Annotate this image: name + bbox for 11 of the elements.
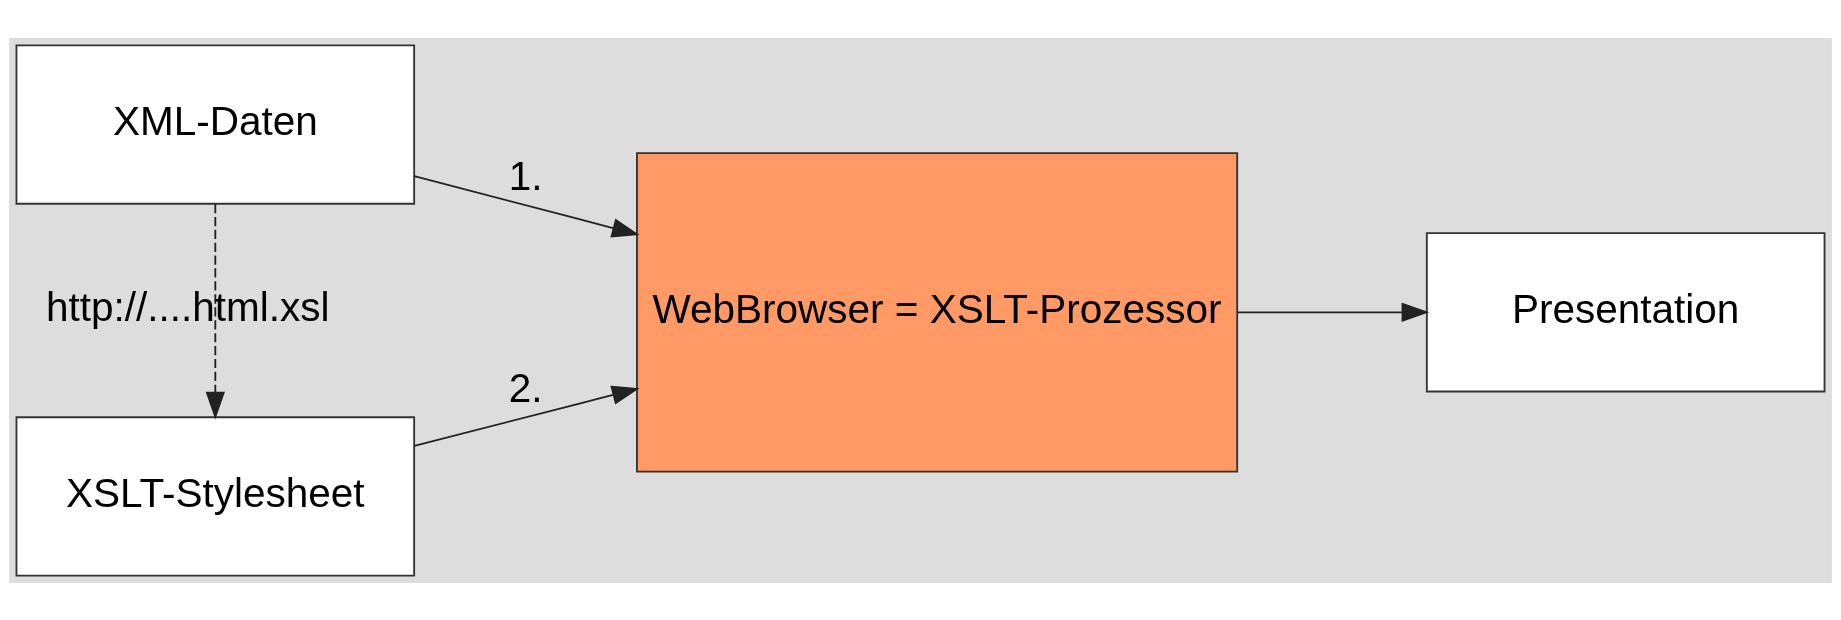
edge-label: 2. xyxy=(508,364,543,411)
arrow xyxy=(1236,302,1430,322)
arrow xyxy=(413,385,640,447)
edge-label: 1. xyxy=(508,152,543,199)
node-box: Presentation xyxy=(1425,231,1826,392)
arrow xyxy=(413,174,640,237)
node-box: WebBrowser = XSLT-Prozessor xyxy=(636,151,1239,473)
arrow xyxy=(205,202,225,419)
node-box: XSLT-Stylesheet xyxy=(15,415,416,577)
node-box: XML-Daten xyxy=(15,43,416,205)
edge-label: http://....html.xsl xyxy=(45,283,330,330)
